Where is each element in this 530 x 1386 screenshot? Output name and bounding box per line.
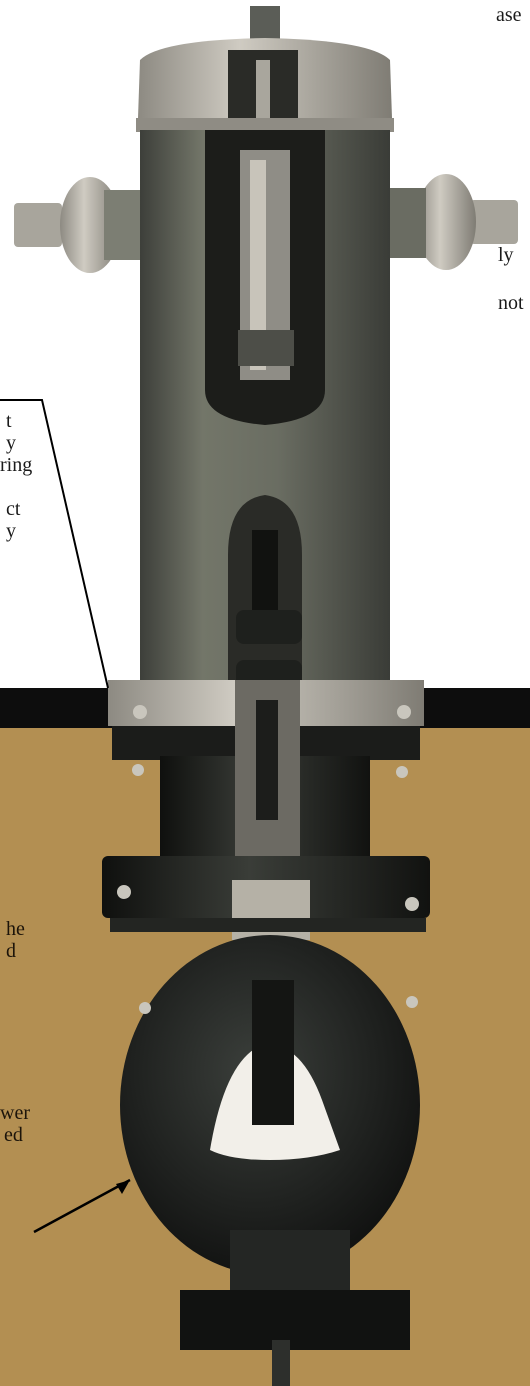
- text-fragment: ring: [0, 454, 33, 476]
- text-fragment: y: [6, 520, 16, 542]
- text-fragment: wer: [0, 1102, 30, 1124]
- text-fragment: ase: [496, 4, 522, 26]
- right-nozzle-cap: [470, 200, 518, 244]
- callout-arrow-lower: [33, 1178, 131, 1234]
- text-fragment: ed: [4, 1124, 23, 1146]
- callout-line-upper: [0, 399, 109, 689]
- left-nozzle-cap: [14, 203, 62, 247]
- text-fragment: not: [498, 292, 524, 314]
- text-fragment: ly: [498, 244, 514, 266]
- text-fragment: d: [6, 940, 16, 962]
- text-fragment: ct: [6, 498, 21, 520]
- text-fragment: t: [6, 410, 12, 432]
- hydrant-base: [180, 1290, 410, 1350]
- text-fragment: he: [6, 918, 25, 940]
- text-fragment: y: [6, 432, 16, 454]
